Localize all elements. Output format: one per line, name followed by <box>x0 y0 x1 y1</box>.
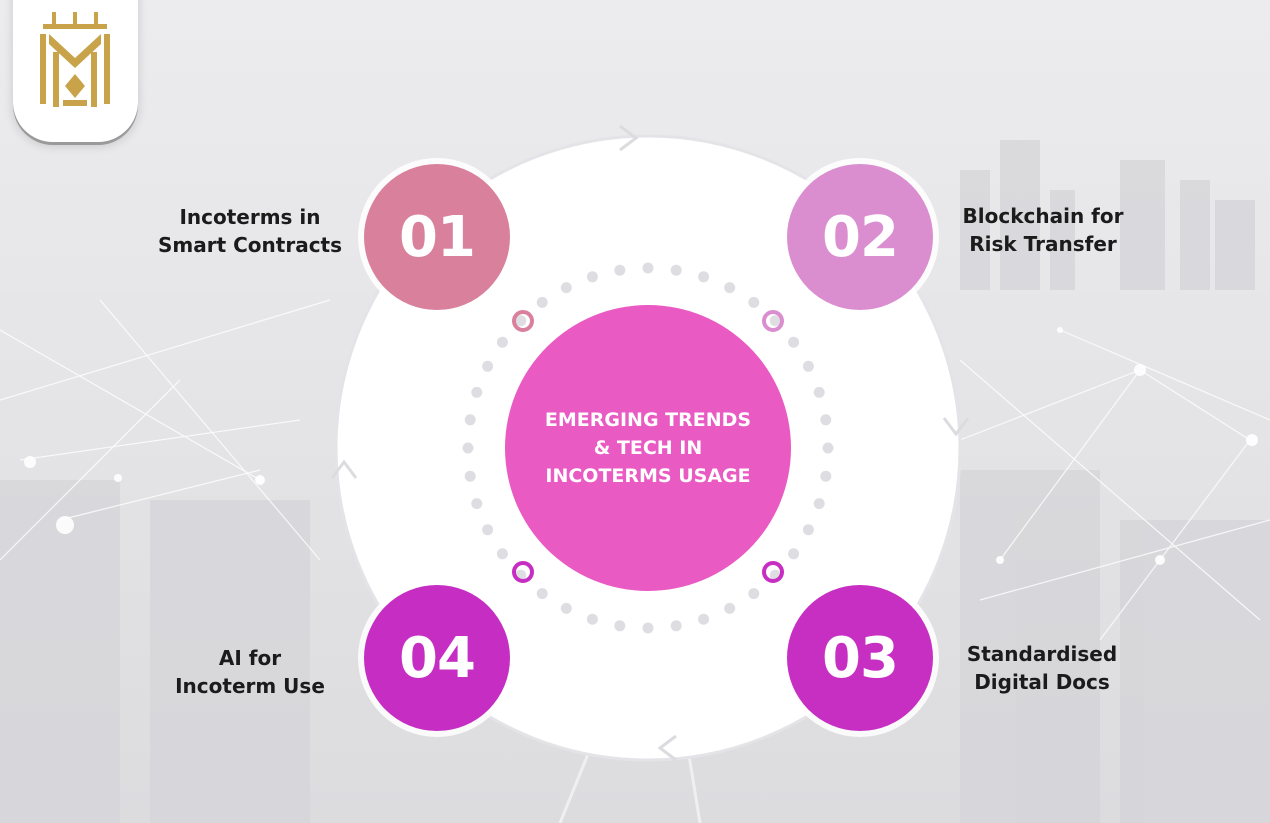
accent-ring-1 <box>512 310 534 332</box>
center-title-line-2: & TECH IN <box>593 437 703 459</box>
ring-dot <box>802 360 814 372</box>
ring-dot <box>462 442 474 454</box>
ring-dot <box>698 613 710 625</box>
ring-dot <box>614 264 626 276</box>
step-01-label-line-1: Incoterms in <box>179 205 321 229</box>
step-04-label-line-2: Incoterm Use <box>175 674 325 698</box>
ring-dot <box>560 282 572 294</box>
crown-shield-logo-icon <box>40 12 110 107</box>
ring-dot <box>471 386 483 398</box>
center-title-line-3: INCOTERMS USAGE <box>545 465 751 487</box>
step-03-circle: 03 <box>787 585 933 731</box>
step-04-label: AI for Incoterm Use <box>140 644 360 700</box>
ring-dot <box>536 296 548 308</box>
ring-dot <box>822 442 834 454</box>
ring-dot <box>464 470 476 482</box>
ring-dot <box>788 336 800 348</box>
ring-dot <box>515 315 527 327</box>
step-02-label-line-1: Blockchain for <box>962 204 1124 228</box>
ring-dot <box>820 414 832 426</box>
accent-ring-3 <box>762 561 784 583</box>
ring-dot <box>769 315 781 327</box>
step-02-circle: 02 <box>787 164 933 310</box>
ring-dot <box>536 588 548 600</box>
ring-dot <box>482 524 494 536</box>
center-title: EMERGING TRENDS & TECH IN INCOTERMS USAG… <box>505 305 791 591</box>
accent-ring-2 <box>762 310 784 332</box>
step-02-label-line-2: Risk Transfer <box>969 232 1117 256</box>
ring-dot <box>496 548 508 560</box>
ring-dot <box>642 622 654 634</box>
ring-dot <box>586 613 598 625</box>
ring-dot <box>802 524 814 536</box>
step-04-circle: 04 <box>364 585 510 731</box>
accent-ring-4 <box>512 561 534 583</box>
dotted-ring <box>462 262 834 634</box>
center-title-line-1: EMERGING TRENDS <box>544 409 752 431</box>
step-01-label-line-2: Smart Contracts <box>157 233 343 257</box>
ring-dot <box>614 620 626 632</box>
step-03-label: Standardised Digital Docs <box>932 640 1152 696</box>
ring-dot <box>560 602 572 614</box>
step-01-circle: 01 <box>364 164 510 310</box>
logo-card <box>13 0 138 142</box>
ring-dot <box>748 296 760 308</box>
ring-dot <box>670 620 682 632</box>
ring-dot <box>698 271 710 283</box>
step-03-label-line-1: Standardised <box>966 642 1118 666</box>
ring-dot <box>471 498 483 510</box>
step-02-label: Blockchain for Risk Transfer <box>930 202 1156 258</box>
ring-dot <box>748 588 760 600</box>
step-01-label: Incoterms in Smart Contracts <box>140 203 360 259</box>
ring-dot <box>482 360 494 372</box>
ring-dot <box>813 498 825 510</box>
ring-dot <box>496 336 508 348</box>
ring-dot <box>586 271 598 283</box>
ring-dot <box>642 262 654 274</box>
ring-dot <box>724 282 736 294</box>
step-03-label-line-2: Digital Docs <box>974 670 1110 694</box>
cycle-arrows <box>330 124 970 762</box>
ring-dot <box>724 602 736 614</box>
ring-dot <box>670 264 682 276</box>
ring-dot <box>464 414 476 426</box>
step-04-label-line-1: AI for <box>218 646 282 670</box>
ring-dot <box>788 548 800 560</box>
ring-dot <box>820 470 832 482</box>
ring-dot <box>813 386 825 398</box>
